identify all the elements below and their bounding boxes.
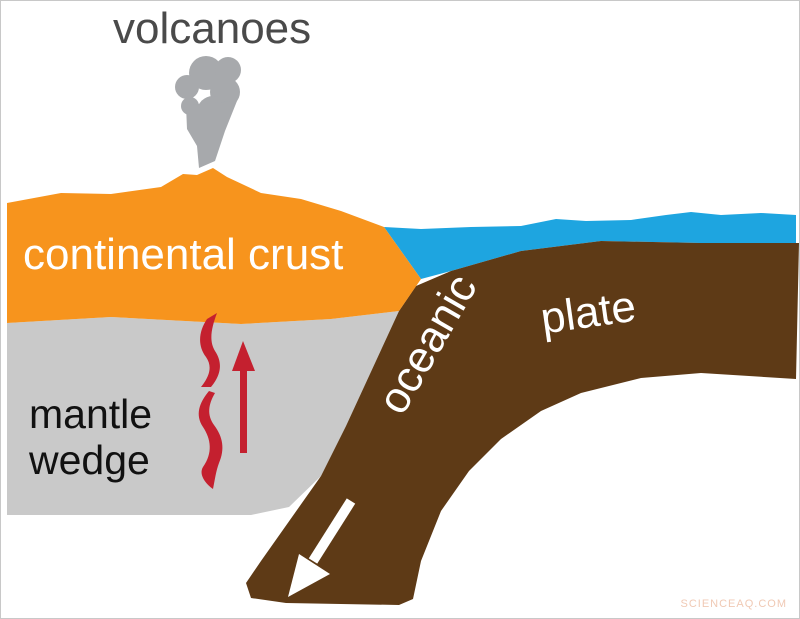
continental-crust-label: continental crust: [23, 230, 344, 279]
subduction-arrow-icon: [288, 498, 356, 597]
volcanic-plume-icon: [175, 56, 241, 168]
upward-flow-arrow-icon: [232, 341, 255, 453]
volcanoes-label: volcanoes: [113, 4, 312, 53]
continental-crust: [7, 168, 421, 324]
mantle-wedge-label: mantle wedge: [29, 391, 153, 484]
watermark: SCIENCEAQ.COM: [680, 598, 787, 610]
mantle-label-line2: wedge: [29, 436, 150, 483]
oceanic-plate: [246, 241, 799, 605]
mantle-label-line1: mantle: [29, 391, 153, 437]
rising-magma-icon: [198, 313, 223, 489]
ocean-water: [384, 212, 796, 279]
